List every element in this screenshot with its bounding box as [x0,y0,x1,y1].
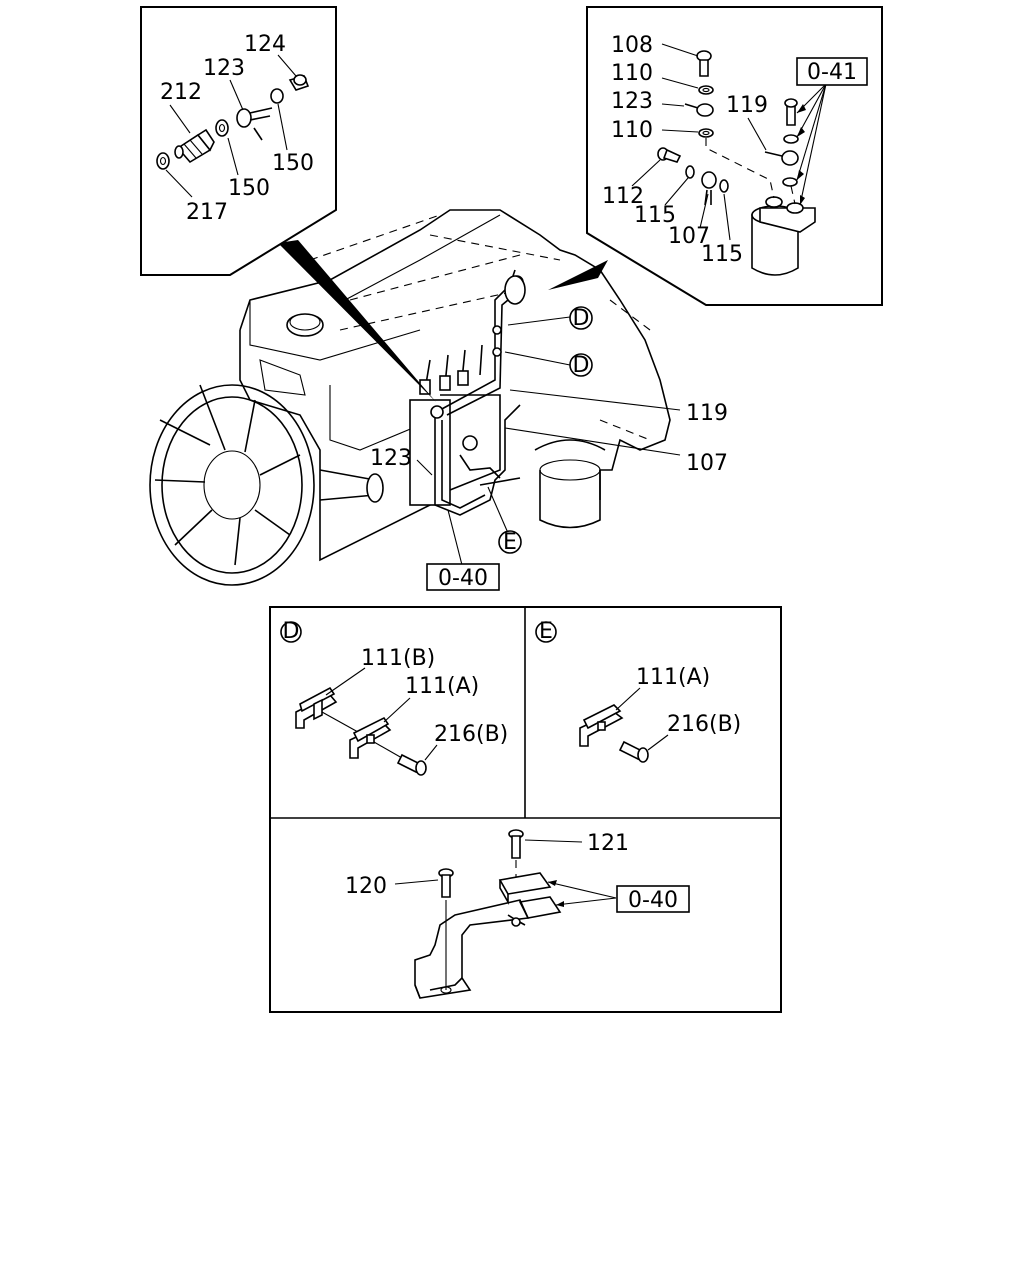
callout-d-1: D [569,306,593,331]
label-123-inset: 123 [203,56,245,81]
label-123-main: 123 [370,446,412,471]
callout-d-2: D [569,353,593,378]
svg-text:0-40: 0-40 [628,888,678,913]
label-217: 217 [186,200,228,225]
label-115-right: 115 [701,242,743,267]
svg-text:D: D [573,306,590,331]
detail-d-parts [295,667,438,776]
label-107-main: 107 [686,451,728,476]
label-150-right: 150 [272,151,314,176]
label-216b-e: 216(B) [667,712,741,737]
label-124: 124 [244,32,286,57]
label-121: 121 [587,831,629,856]
detail-e-parts [579,687,669,763]
ref-0-40-bracket: 0-40 [616,885,690,913]
svg-text:E: E [539,619,553,644]
label-123-right: 123 [611,89,653,114]
label-120: 120 [345,874,387,899]
label-212: 212 [160,80,202,105]
label-110-top: 110 [611,61,653,86]
callout-d-panel: D [280,619,302,644]
callout-e-1: E [498,530,522,555]
engine-assembly [149,209,671,586]
label-110-bottom: 110 [611,118,653,143]
callout-e-panel: E [535,619,557,644]
svg-text:0-41: 0-41 [807,60,857,85]
svg-text:D: D [283,619,300,644]
label-108: 108 [611,33,653,58]
ref-0-41: 0-41 [796,57,868,86]
svg-text:E: E [503,530,517,555]
label-150-left: 150 [228,176,270,201]
label-216b-d: 216(B) [434,722,508,747]
inset-top-left [140,6,337,276]
ref-0-40-main: 0-40 [426,563,500,591]
label-111a-d: 111(A) [405,674,479,699]
label-111a-e: 111(A) [636,665,710,690]
svg-text:0-40: 0-40 [438,566,488,591]
label-119-main: 119 [686,401,728,426]
label-112: 112 [602,184,644,209]
label-119-inset: 119 [726,93,768,118]
label-107-inset: 107 [668,224,710,249]
label-115-left: 115 [634,203,676,228]
main-leaders [416,316,681,566]
bracket-parts [394,829,617,999]
svg-text:D: D [573,353,590,378]
label-111b: 111(B) [361,646,435,671]
